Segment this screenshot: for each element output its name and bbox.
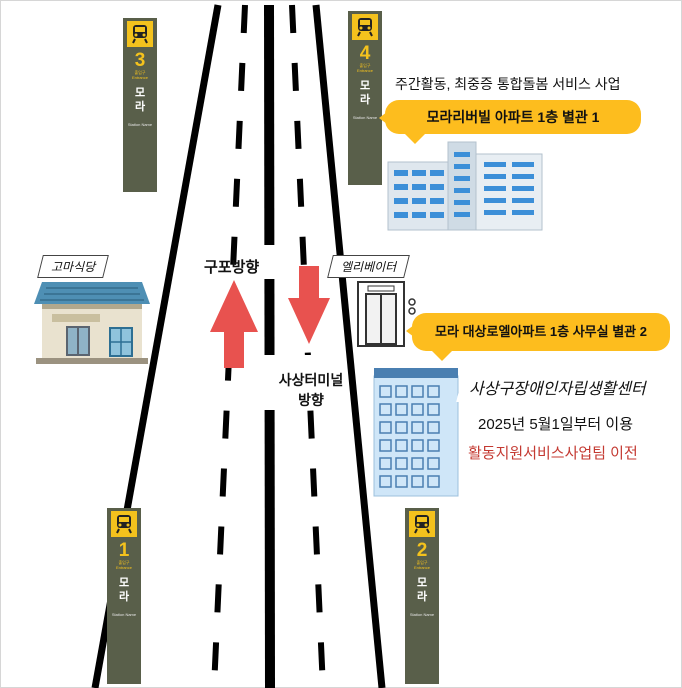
train-icon	[409, 511, 435, 537]
exit-1-sign: 1 출입구 Entrance 모라 Station Name	[107, 508, 141, 684]
arrow-up-icon	[210, 280, 258, 368]
train-icon	[352, 14, 378, 40]
from-date-text: 2025년 5월1일부터 이용	[478, 416, 633, 433]
elevator-icon	[357, 281, 416, 347]
apartment-building-icon	[387, 141, 543, 231]
center-name: 사상구장애인자립생활센터	[456, 372, 659, 402]
callout-annex-1: 모라리버빌 아파트 1층 별관 1	[379, 100, 641, 144]
train-icon	[127, 21, 153, 47]
house-icon	[34, 282, 150, 364]
exit-2-sign: 2 출입구 Entrance 모라 Station Name	[405, 508, 439, 684]
road-edge-right	[312, 4, 386, 688]
services-text: 주간활동, 최중증 통합돌봄 서비스 사업	[395, 76, 621, 92]
callout-annex-2: 모라 대상로엘아파트 1층 사무실 별관 2	[406, 313, 670, 361]
train-icon	[111, 511, 137, 537]
exit-4-sign: 4 출입구 Entrance 모라 Station Name	[348, 11, 382, 185]
direction-up-label: 구포방향	[204, 259, 260, 276]
elevator-label: 엘리베이터	[327, 255, 411, 278]
office-building-icon	[373, 368, 459, 497]
arrow-down-icon	[288, 266, 330, 344]
exit-3-sign: 3 출입구 Entrance 모라 Station Name	[123, 18, 157, 192]
relocation-text: 활동지원서비스사업팀 이전	[468, 445, 638, 462]
direction-down-label: 사상터미널 방향	[278, 372, 344, 408]
lane-dashes-right	[289, 4, 326, 688]
restaurant-label: 고마식당	[37, 255, 110, 278]
road-center-line	[264, 4, 275, 688]
